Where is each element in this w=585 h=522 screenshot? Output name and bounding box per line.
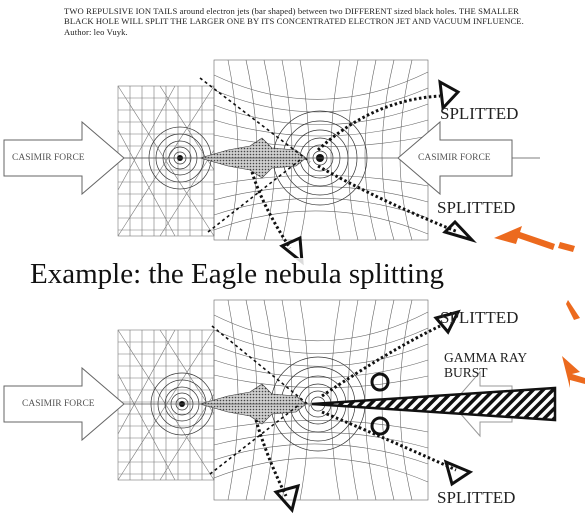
gamma-ray-burst-beam [311, 386, 557, 422]
casimir-force-label-left: CASIMIR FORCE [12, 153, 85, 163]
left-vacuum-grid [117, 85, 215, 237]
casimir-force-label-bottom: CASIMIR FORCE [22, 399, 95, 409]
example-title: Example: the Eagle nebula splitting [30, 258, 444, 290]
dashed-axis-line-bottom [209, 325, 311, 475]
split-arrows-top [250, 94, 459, 249]
split-arrows-bottom [254, 324, 457, 497]
casimir-arrow-right [397, 120, 513, 196]
diagram-caption: TWO REPULSIVE ION TAILS around electron … [64, 6, 524, 37]
splitted-label-top-lower: SPLITTED [437, 198, 516, 217]
gamma-label-line2: BURST [444, 365, 488, 380]
arrowheads-bottom [273, 309, 474, 514]
arrowheads-top [279, 79, 477, 266]
split-ring-lower [370, 416, 390, 436]
casimir-arrow-left-bottom [3, 366, 125, 442]
left-vacuum-grid-bottom [117, 329, 215, 481]
casimir-arrow-left [3, 120, 125, 196]
splitted-label-bottom-lower: SPLITTED [437, 488, 516, 507]
splitted-label-bottom-upper: SPLITTED [440, 308, 519, 327]
dashed-axis-line [199, 77, 311, 233]
splitted-label-top-upper: SPLITTED [440, 104, 519, 123]
gamma-ray-burst-label: GAMMA RAY BURST [444, 350, 527, 380]
top-panel [3, 59, 540, 266]
gamma-label-line1: GAMMA RAY [444, 350, 528, 365]
casimir-force-label-right: CASIMIR FORCE [418, 153, 491, 163]
split-ring-upper [370, 372, 390, 392]
orange-pointer-arrows [494, 226, 585, 388]
bottom-panel [3, 299, 557, 514]
